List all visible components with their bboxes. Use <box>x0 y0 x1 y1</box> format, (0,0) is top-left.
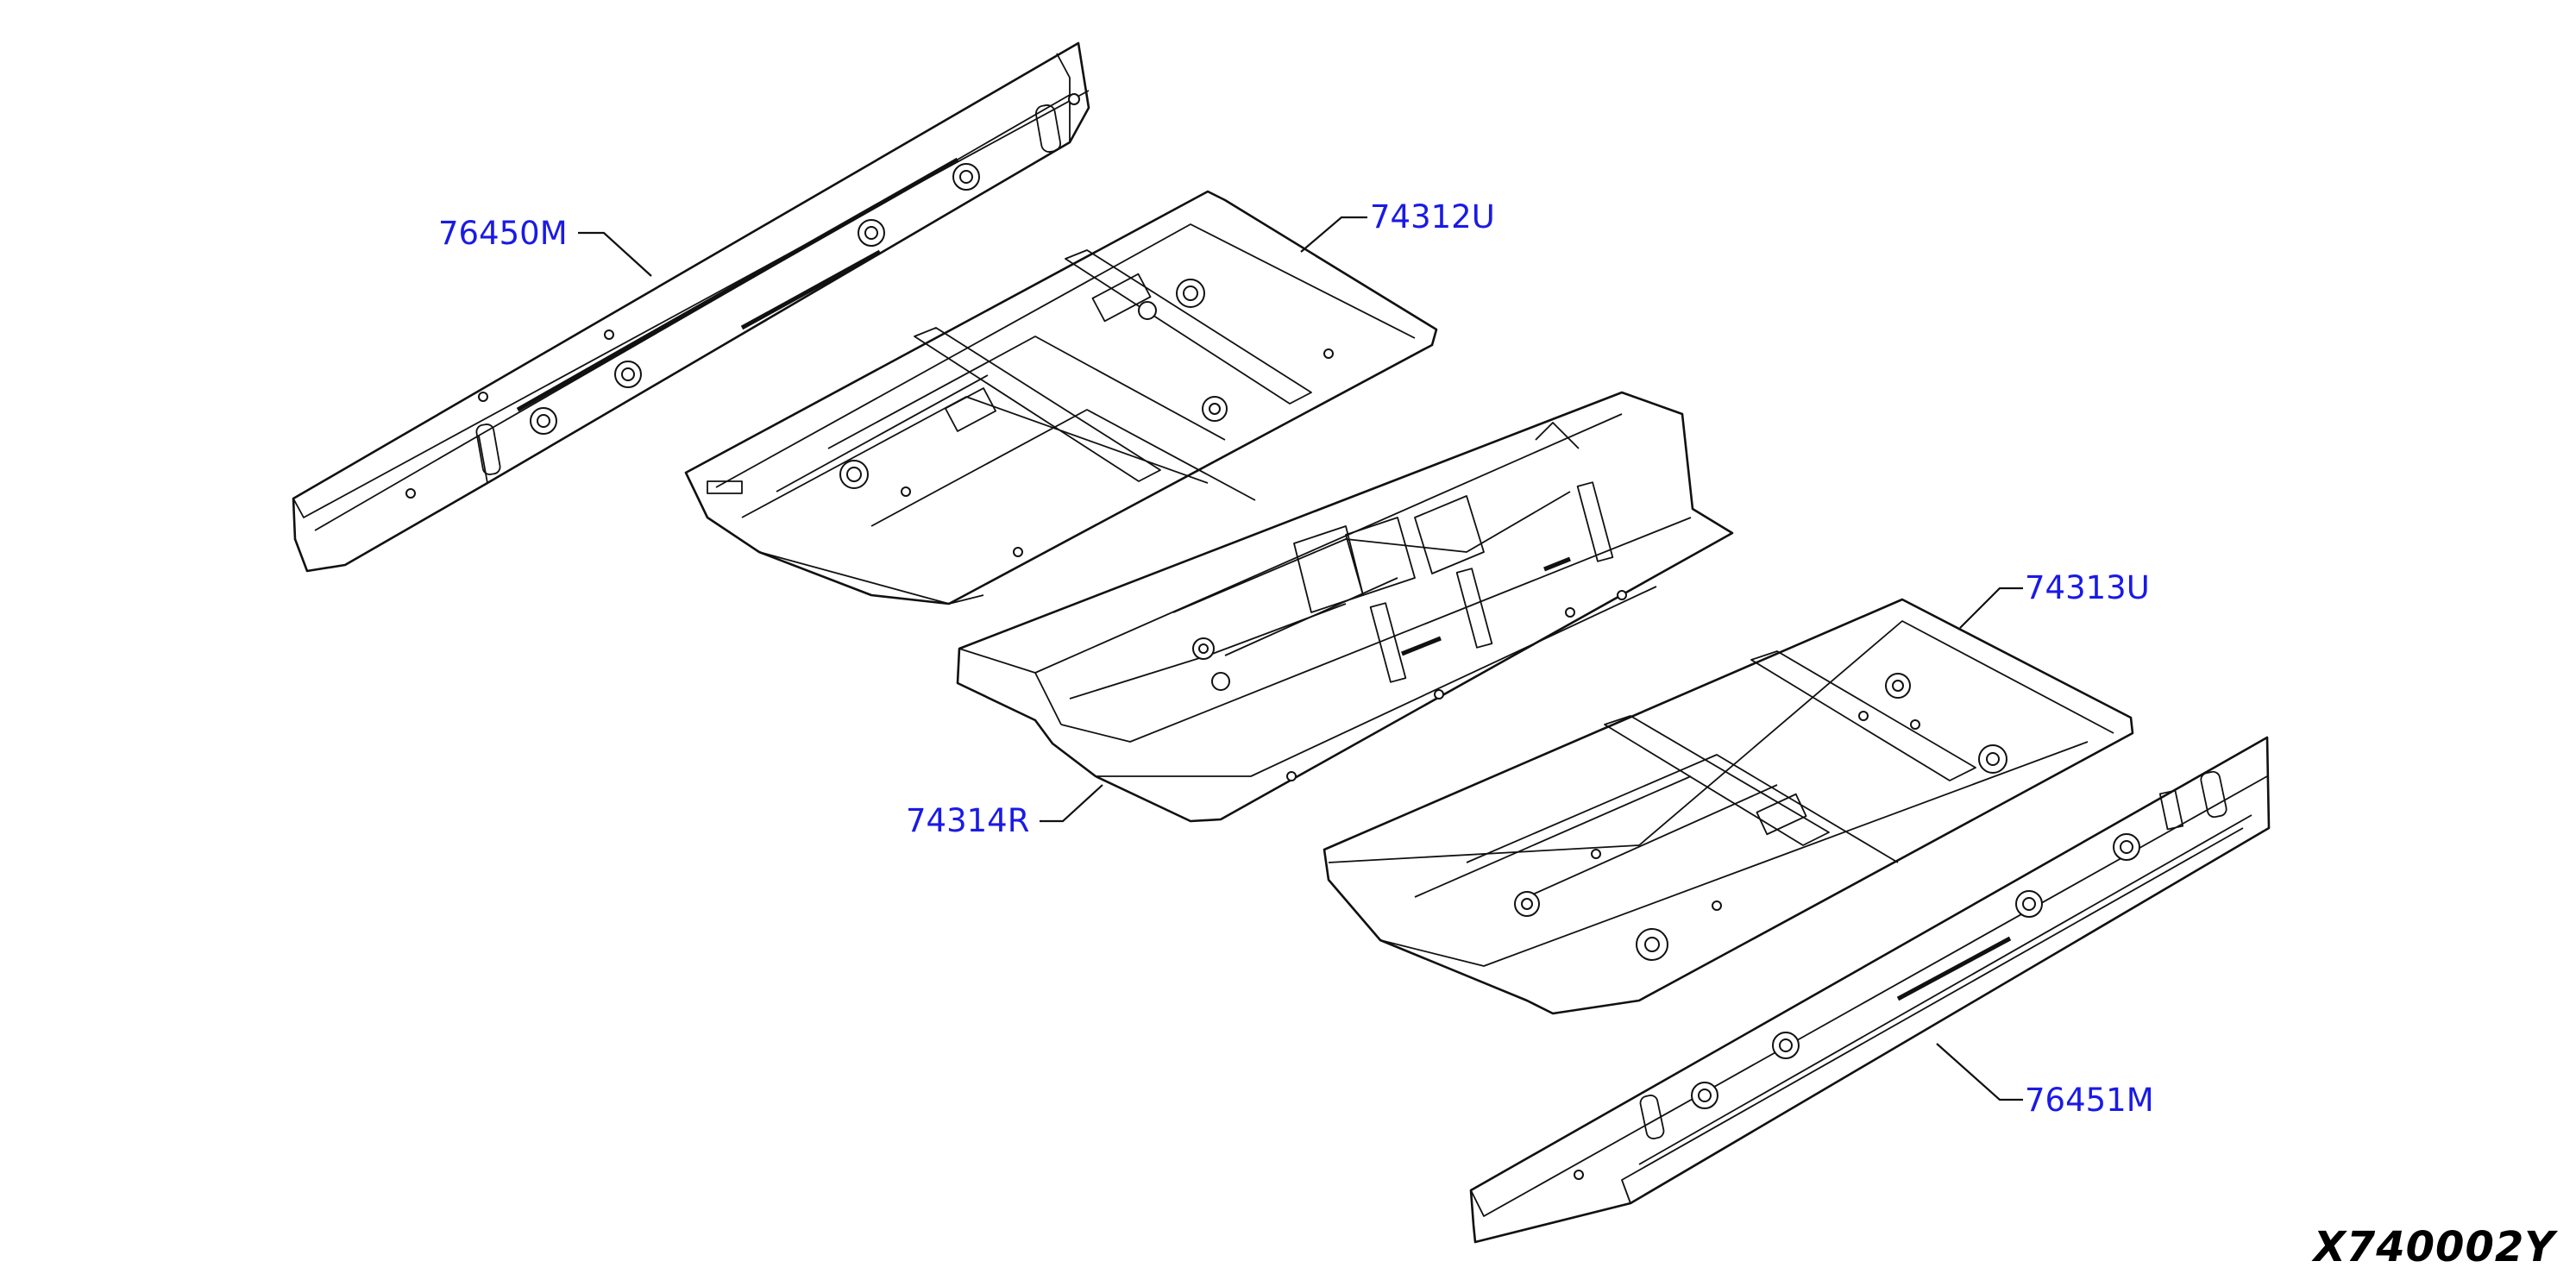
leader-74312U <box>1300 216 1367 253</box>
part-label-74313U[interactable]: 74313U <box>2025 569 2150 606</box>
grommet-icon <box>1514 673 2007 961</box>
part-label-76451M[interactable]: 76451M <box>2025 1082 2154 1119</box>
part-76450M-drawing[interactable] <box>292 41 1090 573</box>
part-76451M-drawing[interactable] <box>1469 736 2271 1244</box>
diagram-reference-code: X740002Y <box>2313 1223 2555 1271</box>
part-label-74312U[interactable]: 74312U <box>1370 198 1495 235</box>
leader-74314R <box>1040 784 1103 823</box>
grommet-icon <box>1691 833 2140 1109</box>
leader-76450M <box>578 231 652 277</box>
part-label-74314R[interactable]: 74314R <box>906 802 1029 839</box>
grommet-icon <box>530 163 980 435</box>
part-74312U-drawing[interactable] <box>684 190 1438 605</box>
part-74314R-drawing[interactable] <box>956 391 1734 823</box>
part-74313U-drawing[interactable] <box>1323 598 2134 1015</box>
grommet-icon <box>839 279 1228 489</box>
grommet-icon <box>1192 637 1230 691</box>
leader-74313U <box>1959 587 2023 629</box>
leader-76451M <box>1936 1043 2023 1101</box>
part-label-76450M[interactable]: 76450M <box>438 215 568 252</box>
